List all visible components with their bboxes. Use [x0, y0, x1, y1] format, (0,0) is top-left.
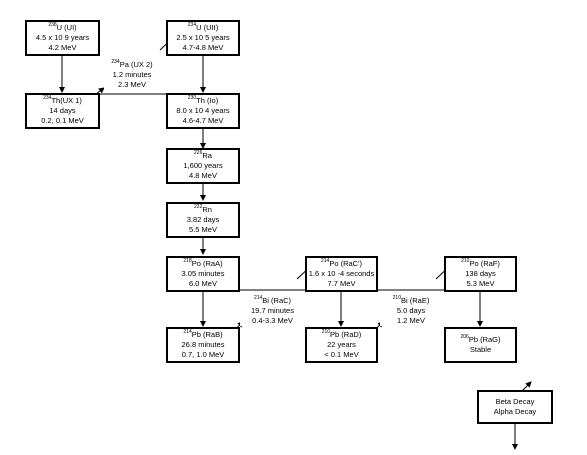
decay-energy: 5.3 MeV: [466, 279, 495, 288]
nuclide-name: Po (RaC'): [329, 259, 363, 268]
half-life: 3.05 minutes: [181, 269, 225, 278]
decay-energy: 4.7-4.8 MeV: [182, 43, 224, 52]
mass-number: 226: [194, 150, 203, 156]
half-life: 5.0 days: [396, 306, 426, 315]
node-pb214: 214Pb (RaB) 26.8 minutes 0.7, 1.0 MeV: [166, 327, 240, 363]
label-bi214: 214Bi (RaC) 19.7 minutes 0.4-3.3 MeV: [240, 296, 305, 326]
node-th230: 230Th (Io) 8.0 x 10 4 years 4.6-4.7 MeV: [166, 93, 240, 129]
half-life: 4.5 x 10 9 years: [35, 33, 90, 42]
nuclide-name: Po (RaA): [191, 259, 223, 268]
legend: Beta Decay Alpha Decay: [477, 390, 553, 424]
nuclide-name: Th(UX 1): [51, 96, 82, 105]
legend-beta-label: Beta Decay: [495, 397, 535, 406]
half-life: 19.7 minutes: [251, 306, 294, 315]
mass-number: 214: [320, 258, 330, 264]
decay-energy: 4.2 MeV: [48, 43, 77, 52]
mass-number: 238: [48, 22, 57, 28]
decay-energy: 0.7, 1.0 MeV: [181, 350, 225, 359]
mass-number: 210: [461, 258, 470, 264]
mass-number: 234: [187, 22, 197, 28]
decay-energy: 0.4-3.3 MeV: [252, 316, 293, 325]
node-po214: 214Po (RaC') 1.6 x 10 -4 seconds 7.7 MeV: [305, 256, 378, 292]
decay-energy: 2.3 MeV: [118, 80, 146, 89]
nuclide-name: Bi (RaC): [262, 296, 292, 305]
mass-number: 234: [43, 95, 52, 101]
node-pb206: 206Pb (RaG) Stable: [444, 327, 517, 363]
node-po218: 218Po (RaA) 3.05 minutes 6.0 MeV: [166, 256, 240, 292]
nuclide-name: Po (RaF): [469, 259, 500, 268]
node-rn222: 222Rn 3.82 days 5.5 MeV: [166, 202, 240, 238]
legend-alpha-label: Alpha Decay: [493, 407, 537, 416]
node-u234: 234U (UII) 2.5 x 10 5 years 4.7-4.8 MeV: [166, 20, 240, 56]
mass-number: 214: [253, 295, 263, 301]
half-life: 2.5 x 10 5 years: [176, 33, 230, 42]
decay-energy: 5.5 MeV: [189, 225, 217, 234]
decay-energy: 4.6-4.7 MeV: [182, 116, 224, 125]
node-po210: 210Po (RaF) 138 days 5.3 MeV: [444, 256, 517, 292]
nuclide-name: Ra: [202, 151, 212, 160]
nuclide-name: Th (Io): [196, 96, 219, 105]
nuclide-name: Bi (RaE): [401, 296, 430, 305]
mass-number: 206: [460, 334, 469, 340]
half-life: 1.6 x 10 -4 seconds: [308, 269, 375, 278]
decay-energy: 0.2, 0.1 MeV: [41, 116, 84, 125]
decay-energy: 4.8 MeV: [189, 171, 217, 180]
mass-number: 234: [111, 59, 120, 65]
mass-number: 222: [194, 204, 203, 210]
node-ra226: 226Ra 1,600 years 4.8 MeV: [166, 148, 240, 184]
half-life: 22 years: [327, 340, 356, 349]
decay-energy: 1.2 MeV: [397, 316, 425, 325]
decay-energy: 7.7 MeV: [327, 279, 356, 288]
mass-number: 230: [187, 95, 197, 101]
nuclide-name: Pb (RaB): [191, 330, 223, 339]
half-life: 138 days: [465, 269, 496, 278]
nuclide-name: U (UI): [56, 23, 77, 32]
mass-number: 218: [183, 258, 192, 264]
nuclide-name: Pb (RaG): [468, 335, 501, 344]
half-life: 14 days: [49, 106, 76, 115]
label-pa234: 234Pa (UX 2) 1.2 minutes 2.3 MeV: [104, 60, 160, 90]
half-life: 1,600 years: [183, 161, 223, 170]
half-life: 3.82 days: [186, 215, 220, 224]
half-life: 8.0 x 10 4 years: [176, 106, 230, 115]
node-th234: 234Th(UX 1) 14 days 0.2, 0.1 MeV: [25, 93, 100, 129]
nuclide-name: Pb (RaD): [330, 330, 362, 339]
nuclide-name: Rn: [202, 205, 212, 214]
label-bi210: 210Bi (RaE) 5.0 days 1.2 MeV: [380, 296, 442, 326]
nuclide-name: Pa (UX 2): [119, 60, 153, 69]
node-u238: 238U (UI) 4.5 x 10 9 years 4.2 MeV: [25, 20, 100, 56]
half-life: 1.2 minutes: [112, 70, 152, 79]
mass-number: 210: [392, 295, 401, 301]
mass-number: 210: [321, 329, 331, 335]
mass-number: 214: [183, 329, 192, 335]
node-pb210: 210Pb (RaD) 22 years < 0.1 MeV: [305, 327, 378, 363]
half-life: Stable: [469, 345, 492, 354]
decay-energy: 6.0 MeV: [189, 279, 217, 288]
decay-energy: < 0.1 MeV: [324, 350, 359, 359]
half-life: 26.8 minutes: [181, 340, 225, 349]
nuclide-name: U (UII): [196, 23, 219, 32]
